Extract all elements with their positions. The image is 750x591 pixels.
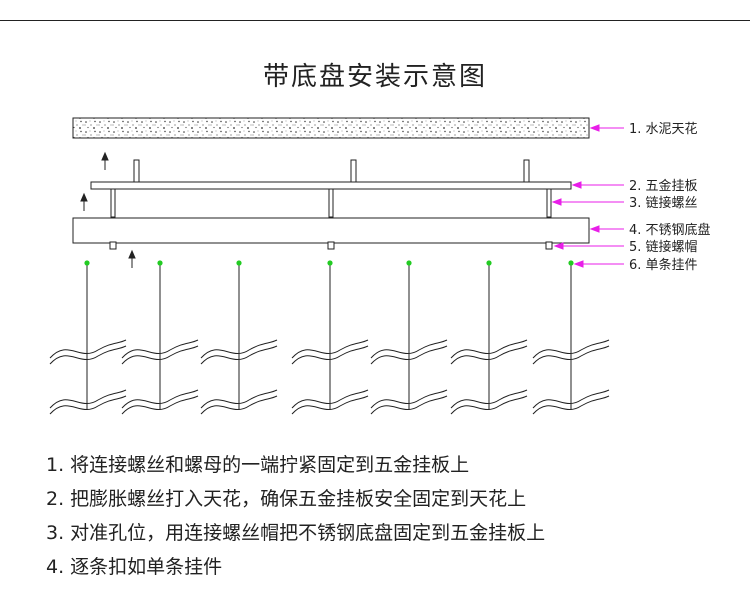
legend-hanger-plate: 2. 五金挂板 [629, 178, 698, 194]
legend-canopy: 4. 不锈钢底盘 [629, 222, 711, 238]
installation-diagram: 1. 水泥天花 2. 五金挂板 3. 链接螺丝 4. 不锈钢底盘 5. 链接螺帽… [49, 117, 711, 415]
step-3: 3. 对准孔位，用连接螺丝帽把不锈钢底盘固定到五金挂板上 [46, 522, 546, 544]
pendant-dots [84, 260, 574, 266]
page-title: 带底盘安装示意图 [262, 62, 487, 92]
top-divider [0, 20, 750, 21]
connecting-screws [110, 188, 552, 218]
instruction-steps: 1. 将连接螺丝和螺母的一端拧紧固定到五金挂板上 2. 把膨胀螺丝打入天花，确保… [46, 448, 545, 584]
pendant-cables [86, 263, 572, 410]
up-arrow-icon [80, 151, 136, 268]
legend-ceiling: 1. 水泥天花 [629, 121, 698, 137]
legend: 1. 水泥天花 2. 五金挂板 3. 链接螺丝 4. 不锈钢底盘 5. 链接螺帽… [629, 121, 711, 273]
legend-nut: 5. 链接螺帽 [629, 239, 698, 255]
concrete-ceiling [72, 117, 590, 139]
wavy-break-lines [49, 339, 610, 415]
step-4: 4. 逐条扣如单条挂件 [46, 556, 223, 578]
legend-pendant: 6. 单条挂件 [629, 257, 698, 273]
steel-canopy [72, 217, 590, 244]
connecting-nuts [109, 241, 553, 250]
legend-screw: 3. 链接螺丝 [629, 195, 698, 211]
hanger-plate [90, 181, 572, 190]
step-1: 1. 将连接螺丝和螺母的一端拧紧固定到五金挂板上 [46, 454, 470, 476]
leader-arrows [551, 124, 624, 268]
step-2: 2. 把膨胀螺丝打入天花，确保五金挂板安全固定到天花上 [46, 488, 527, 510]
